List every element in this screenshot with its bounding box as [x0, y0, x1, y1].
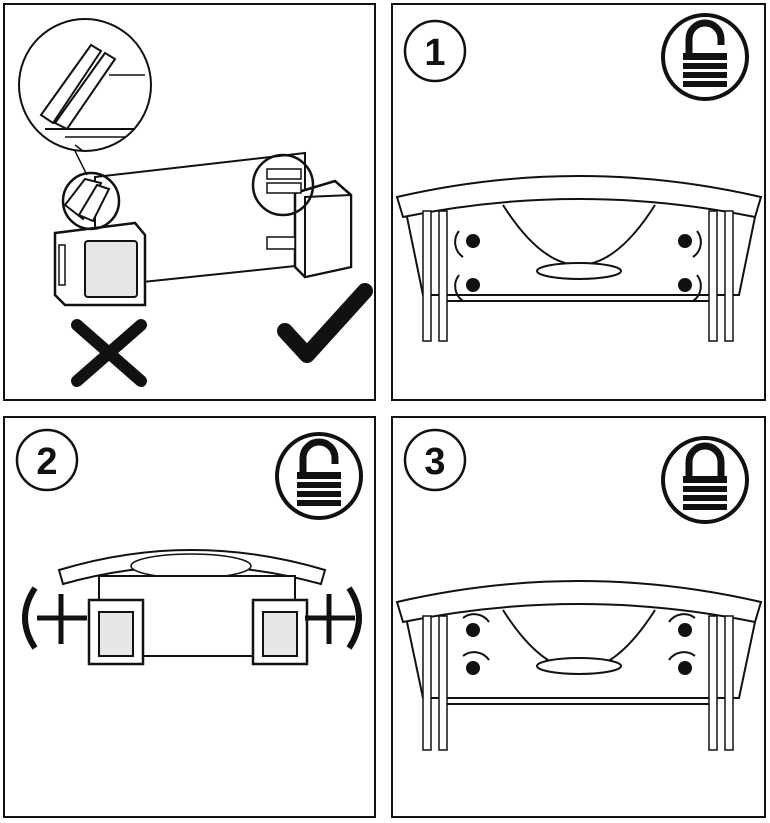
panel-clamp-alignment [3, 3, 376, 401]
step-3-illustration: 3 [395, 428, 763, 751]
wing-knob-icon [668, 613, 696, 637]
seat-underside-illustration [395, 580, 763, 751]
cross-mark-icon [71, 319, 147, 387]
locked-padlock-icon [661, 436, 749, 524]
seat-underside-illustration [395, 175, 763, 342]
step-1-illustration: 1 [395, 13, 763, 342]
wing-knob-icon [462, 613, 490, 637]
left-clamp-block [87, 598, 145, 666]
adjust-arrows-icon [22, 586, 87, 650]
panel-step-2: 2 [3, 416, 376, 818]
right-clamp-block [251, 598, 309, 666]
step-number: 3 [424, 441, 445, 483]
adjust-arrows-icon [305, 586, 362, 650]
wing-knob-icon [454, 230, 480, 258]
step-number-badge: 3 [403, 428, 467, 492]
check-mark-icon [277, 283, 373, 363]
wing-knob-icon [462, 651, 490, 675]
unlocked-padlock-icon [661, 13, 749, 101]
step-number-badge: 2 [15, 428, 79, 492]
wing-knob-icon [678, 274, 702, 302]
step-number: 2 [36, 441, 57, 483]
zoom-detail-bubble [18, 18, 152, 152]
unlocked-padlock-icon [275, 432, 363, 520]
step-2-illustration: 2 [15, 428, 363, 666]
step-number: 1 [424, 32, 445, 74]
left-clamp-block [53, 171, 147, 307]
panel-step-3: 3 [391, 416, 766, 818]
step-number-badge: 1 [403, 19, 467, 83]
right-clamp-block [251, 153, 353, 279]
wing-knob-icon [668, 651, 696, 675]
wing-knob-icon [678, 230, 702, 258]
panel-step-1: 1 [391, 3, 766, 401]
clamp-alignment-illustration [18, 18, 373, 387]
wing-knob-icon [454, 274, 480, 302]
